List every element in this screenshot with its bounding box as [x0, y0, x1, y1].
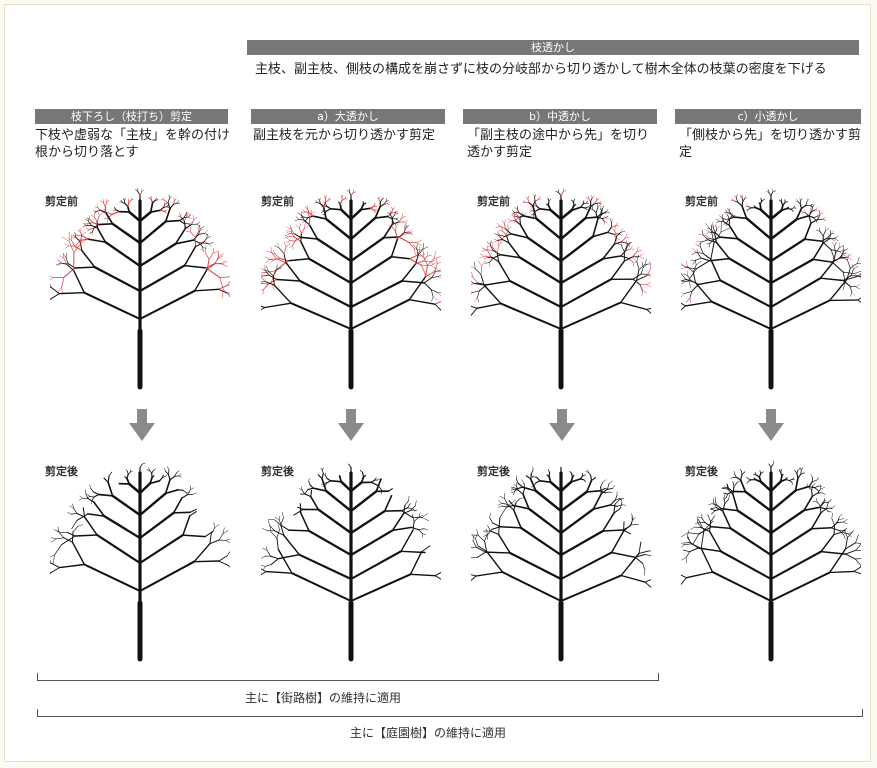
- tree-after-branch-removal: [50, 462, 230, 662]
- before-label: 剪定前: [45, 195, 78, 208]
- down-arrow-icon: [758, 409, 784, 441]
- tree-after-large-thinning: [261, 463, 441, 662]
- after-label: 剪定後: [261, 465, 294, 478]
- after-label: 剪定後: [685, 465, 718, 478]
- before-label: 剪定前: [685, 195, 718, 208]
- column-description-large-thinning: 副主枝を元から切り透かす剪定: [253, 128, 436, 143]
- header-description: 主枝、副主枝、側枝の構成を崩さずに枝の分岐部から切り透かして樹木全体の枝葉の密度…: [255, 62, 827, 77]
- tree-before-medium-thinning: [471, 188, 651, 390]
- street-tree-bracket: [37, 673, 659, 681]
- down-arrow-icon: [129, 409, 155, 441]
- column-heading-large-thinning: a）大透かし: [251, 109, 445, 124]
- after-label: 剪定後: [45, 465, 78, 478]
- header-title-bar: 枝透かし: [247, 40, 859, 55]
- garden-tree-bracket-label: 主に【庭園樹】の維持に適用: [350, 726, 507, 740]
- before-label: 剪定前: [477, 195, 510, 208]
- garden-tree-bracket: [37, 709, 863, 717]
- column-description-small-thinning: 「側枝から先」を切り透かす剪定: [679, 128, 862, 160]
- down-arrow-icon: [549, 409, 575, 441]
- column-heading-small-thinning: c）小透かし: [675, 109, 861, 124]
- tree-before-small-thinning: [681, 188, 861, 390]
- after-label: 剪定後: [477, 465, 510, 478]
- column-description-branch-removal: 下枝や虚弱な「主枝」を幹の付け根から切り落とす: [35, 128, 231, 160]
- tree-before-branch-removal: [50, 188, 230, 390]
- before-label: 剪定前: [261, 195, 294, 208]
- tree-after-medium-thinning: [471, 466, 651, 662]
- down-arrow-icon: [338, 409, 364, 441]
- figure-frame: 枝透かし 主枝、副主枝、側枝の構成を崩さずに枝の分岐部から切り透かして樹木全体の…: [4, 4, 871, 762]
- column-description-medium-thinning: 「副主枝の途中から先」を切り透かす剪定: [467, 128, 650, 160]
- column-heading-medium-thinning: b）中透かし: [463, 109, 657, 124]
- tree-after-small-thinning: [681, 460, 861, 662]
- column-heading-branch-removal: 枝下ろし（枝打ち）剪定: [35, 109, 228, 124]
- tree-before-large-thinning: [261, 188, 441, 390]
- street-tree-bracket-label: 主に【街路樹】の維持に適用: [245, 691, 402, 705]
